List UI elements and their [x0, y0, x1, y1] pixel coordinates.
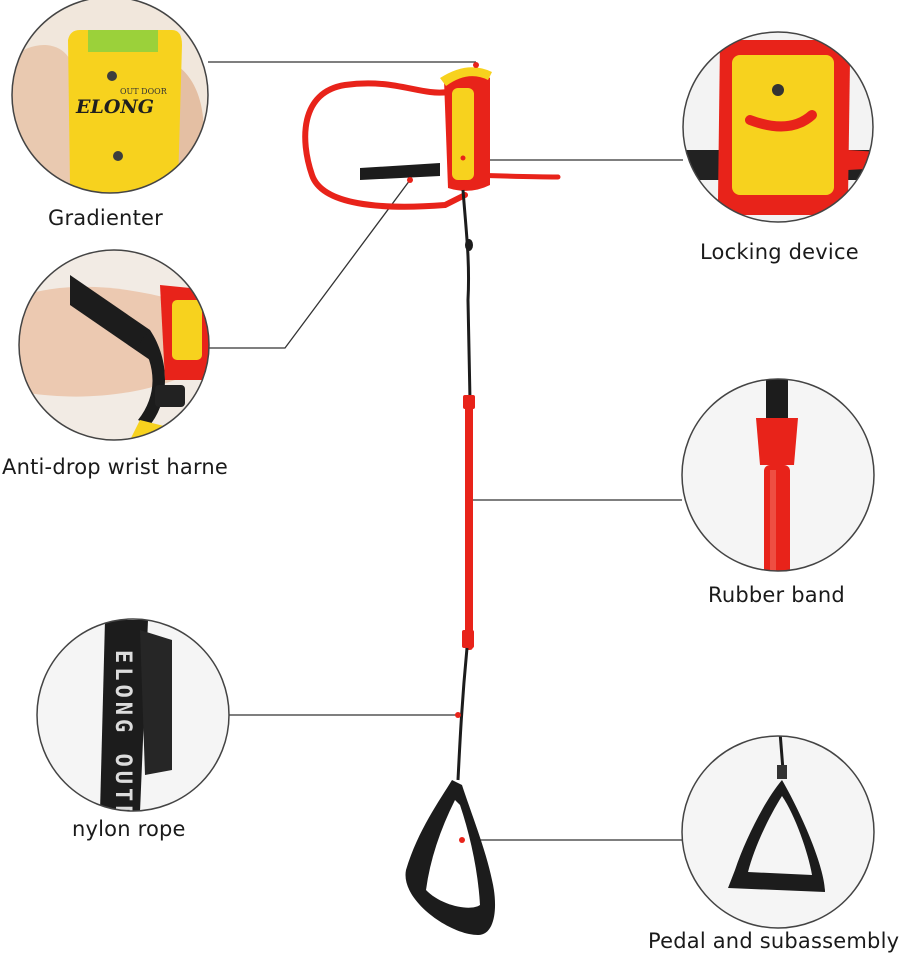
- detail-gradienter: OUT DOOR ELONG: [11, 0, 209, 194]
- detail-rubber-band: [681, 378, 875, 572]
- leader-wrist: [208, 179, 411, 349]
- strap-text: ELONG OUTDOOR: [110, 650, 135, 874]
- label-pedal: Pedal and subassembly: [648, 929, 900, 953]
- product-main: [302, 62, 561, 935]
- bow-frame: [302, 80, 468, 210]
- logo-main: ELONG: [75, 96, 154, 118]
- leader-lines: [208, 61, 683, 841]
- detail-locking-device: [682, 31, 874, 223]
- detail-wrist-harness: [18, 249, 210, 441]
- detail-nylon-rope: ELONG OUTDOOR: [36, 618, 230, 874]
- label-gradienter: Gradienter: [48, 206, 163, 230]
- label-locking-device: Locking device: [700, 240, 859, 264]
- label-rubber-band: Rubber band: [708, 583, 845, 607]
- rubber-band: [465, 395, 473, 650]
- label-nylon-rope: nylon rope: [72, 817, 186, 841]
- label-wrist-harness: Anti-drop wrist harne: [2, 455, 229, 479]
- logo-small: OUT DOOR: [120, 87, 168, 96]
- handle-face: [452, 88, 474, 180]
- detail-pedal: [681, 735, 875, 929]
